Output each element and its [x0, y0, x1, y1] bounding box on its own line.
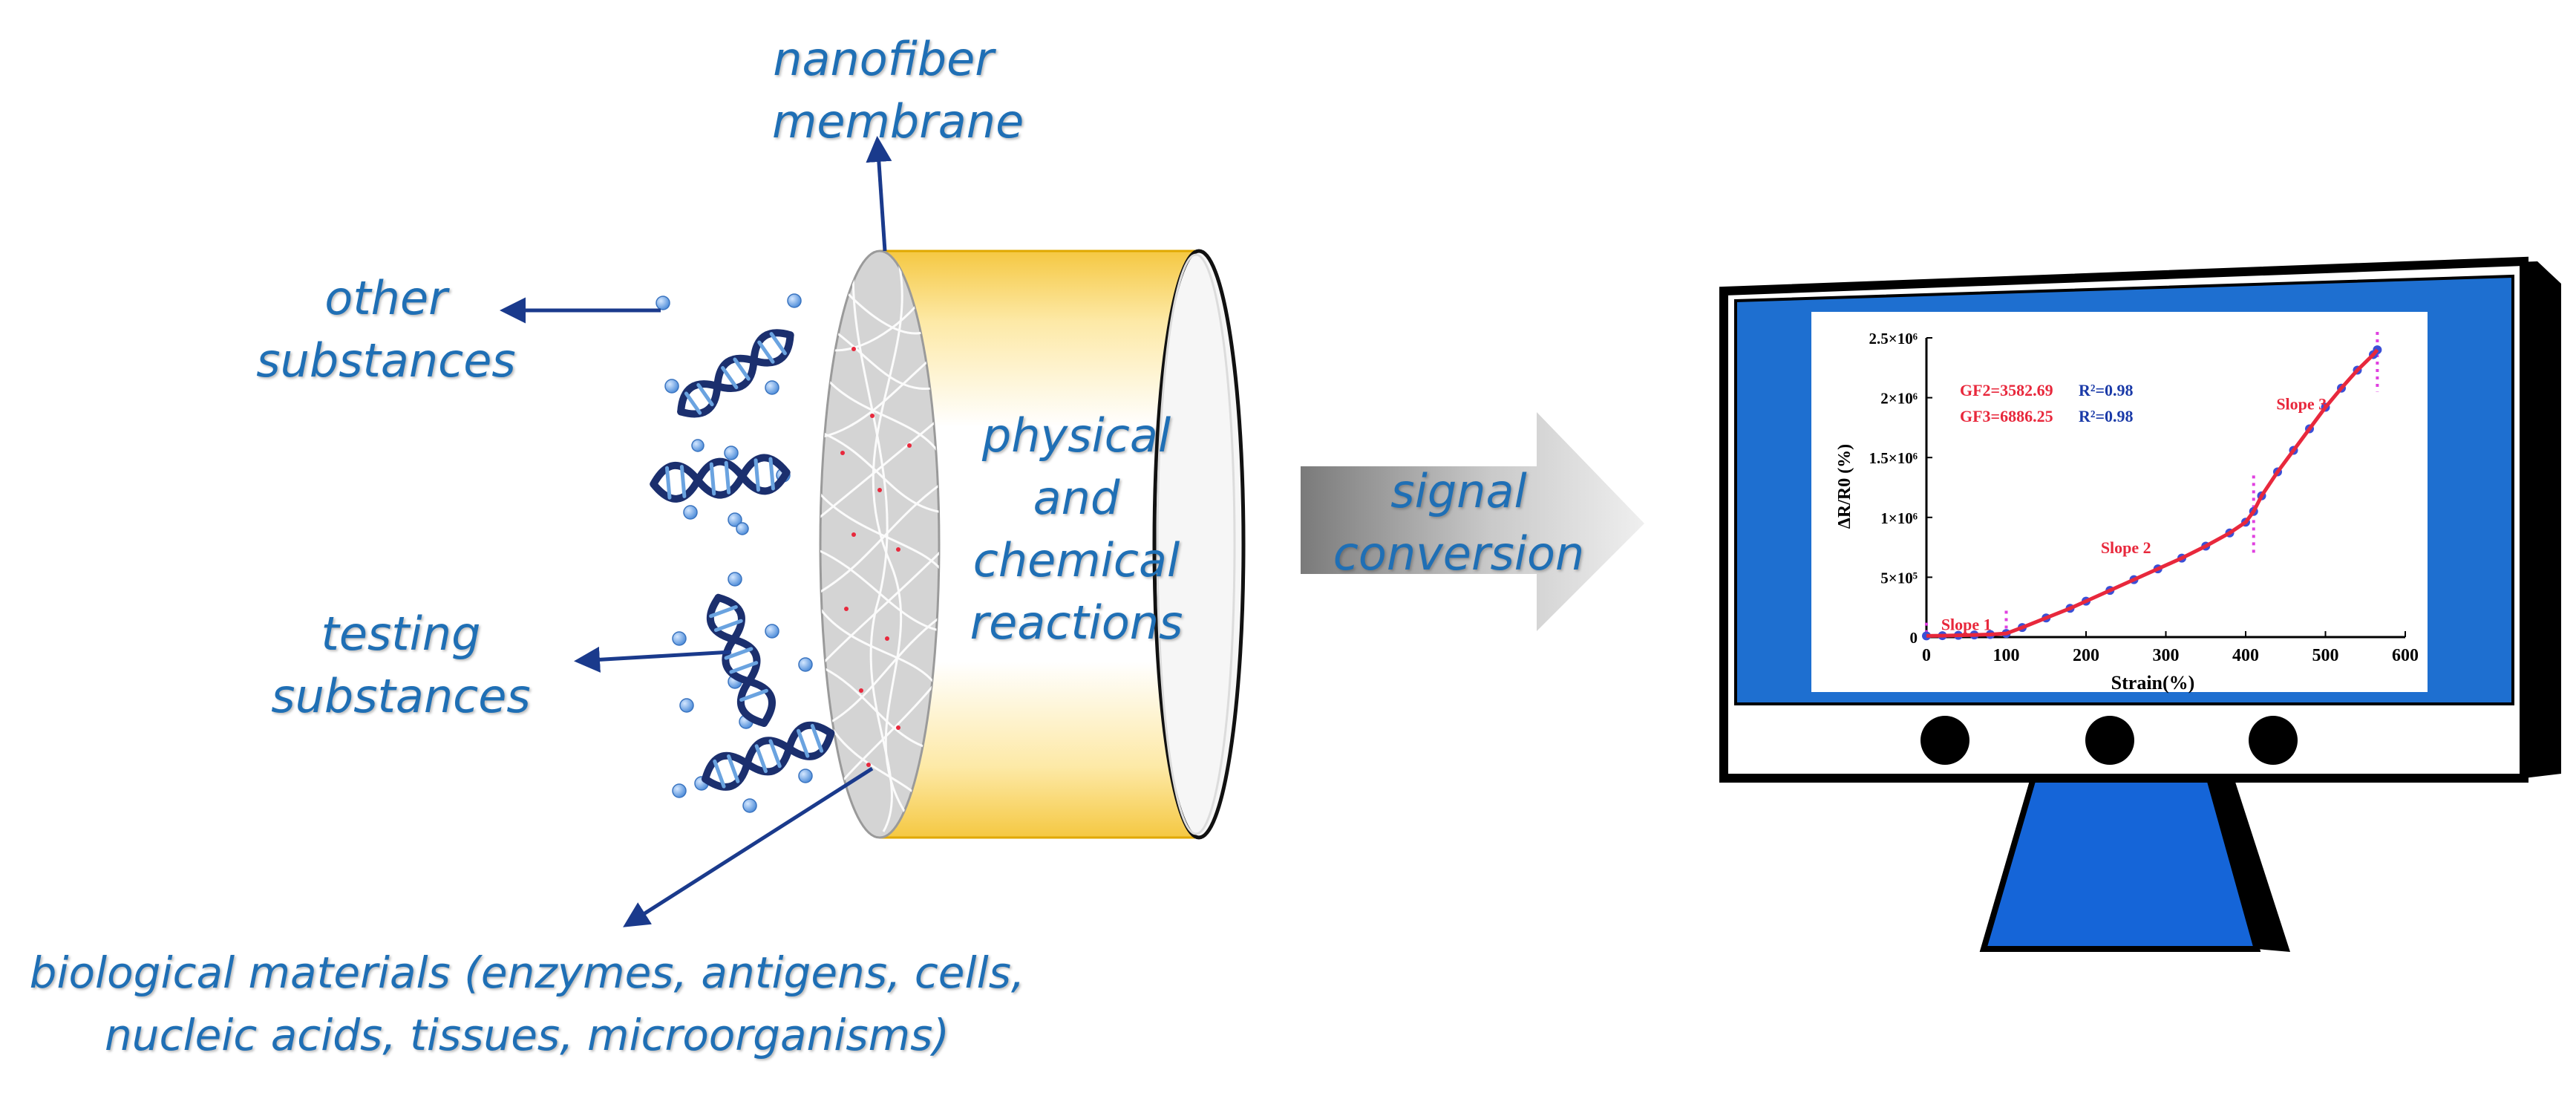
legend-gf3-r2: R²=0.98 — [2079, 407, 2134, 425]
signal-label-line1: signal — [1390, 464, 1527, 518]
monitor-button[interactable] — [2249, 716, 2298, 765]
y-tick-label: 5×10⁵ — [1880, 569, 1918, 587]
slope-annotation: Slope 1 — [1941, 615, 1992, 633]
label-arrows — [500, 136, 892, 927]
dna-helix-icon — [702, 721, 835, 791]
x-tick-label: 200 — [2073, 646, 2099, 665]
nanofiber-label-line2: membrane — [772, 94, 1024, 149]
reaction-label-line1: physical — [981, 408, 1171, 463]
bio-label-line1: biological materials (enzymes, antigens,… — [29, 947, 1025, 998]
x-tick-label: 400 — [2232, 646, 2259, 665]
fit-line — [1926, 348, 2379, 638]
substance-dots — [656, 293, 813, 813]
y-tick-label: 1×10⁶ — [1880, 509, 1918, 527]
signal-conversion-arrow — [1301, 412, 1644, 631]
testing-label-line2: substances — [271, 669, 531, 723]
y-tick-label: 2.5×10⁶ — [1869, 330, 1918, 348]
other-label-line2: substances — [256, 333, 516, 388]
membrane-red-dots — [840, 347, 912, 767]
reaction-label-line3: chemical — [972, 533, 1180, 587]
signal-label-line2: conversion — [1333, 526, 1585, 581]
x-tick-label: 100 — [1993, 646, 2020, 665]
reactions-label: physical and chemical reactions — [950, 405, 1203, 654]
other-substances-label: other substances — [252, 267, 520, 392]
dna-helix-icon — [650, 454, 791, 503]
x-ticks: 0 100 200 300 400 500 600 — [1922, 631, 2419, 665]
legend-gf2: GF2=3582.69 — [1960, 381, 2053, 399]
slope-annotation: Slope 2 — [2101, 538, 2151, 557]
testing-substances-label: testing substances — [267, 603, 535, 728]
monitor — [1719, 256, 2561, 952]
strain-chart: 0 100 200 300 400 500 600 0 5×10⁵ 1×10⁶ 1.5×10⁶ 2×… — [1835, 330, 2419, 694]
dna-helix-icon — [706, 593, 776, 727]
slope-annotations: Slope 1 Slope 2 Slope 3 — [1941, 395, 2327, 634]
chart-panel — [1811, 312, 2428, 692]
x-axis-label: Strain(%) — [2111, 672, 2195, 694]
legend-gf2-r2: R²=0.98 — [2079, 381, 2134, 399]
y-axis-label: ΔR/R0 (%) — [1835, 444, 1854, 529]
monitor-button[interactable] — [2085, 716, 2134, 765]
y-tick-label: 2×10⁶ — [1880, 390, 1918, 408]
slope-annotation: Slope 3 — [2276, 395, 2327, 414]
testing-label-line1: testing — [321, 607, 481, 661]
x-tick-label: 300 — [2153, 646, 2180, 665]
x-tick-label: 500 — [2312, 646, 2339, 665]
nanofiber-label-line1: nanofiber — [773, 32, 994, 86]
x-tick-label: 600 — [2392, 646, 2419, 665]
y-tick-label: 1.5×10⁶ — [1869, 449, 1918, 467]
reaction-label-line4: reactions — [970, 596, 1183, 650]
other-label-line1: other — [324, 271, 448, 325]
legend-gf3: GF3=6886.25 — [1960, 407, 2053, 425]
cylinder-back-face — [1152, 249, 1246, 840]
dna-helix-icon — [677, 329, 794, 418]
reaction-label-line2: and — [1033, 471, 1120, 525]
biological-materials-label: biological materials (enzymes, antigens,… — [0, 942, 1054, 1066]
bio-arrow — [623, 766, 874, 927]
nanofiber-label: nanofiber membrane — [772, 28, 1024, 153]
signal-conversion-label: signal conversion — [1303, 460, 1615, 585]
y-tick-label: 0 — [1910, 629, 1918, 647]
bio-label-line2: nucleic acids, tissues, microorganisms) — [105, 1010, 949, 1060]
nanofiber-arrow — [866, 136, 892, 252]
x-tick-label: 0 — [1922, 646, 1931, 665]
testing-arrow — [574, 646, 732, 673]
y-ticks: 0 5×10⁵ 1×10⁶ 1.5×10⁶ 2×10⁶ 2.5×10⁶ — [1869, 330, 1932, 647]
monitor-button[interactable] — [1920, 716, 1969, 765]
